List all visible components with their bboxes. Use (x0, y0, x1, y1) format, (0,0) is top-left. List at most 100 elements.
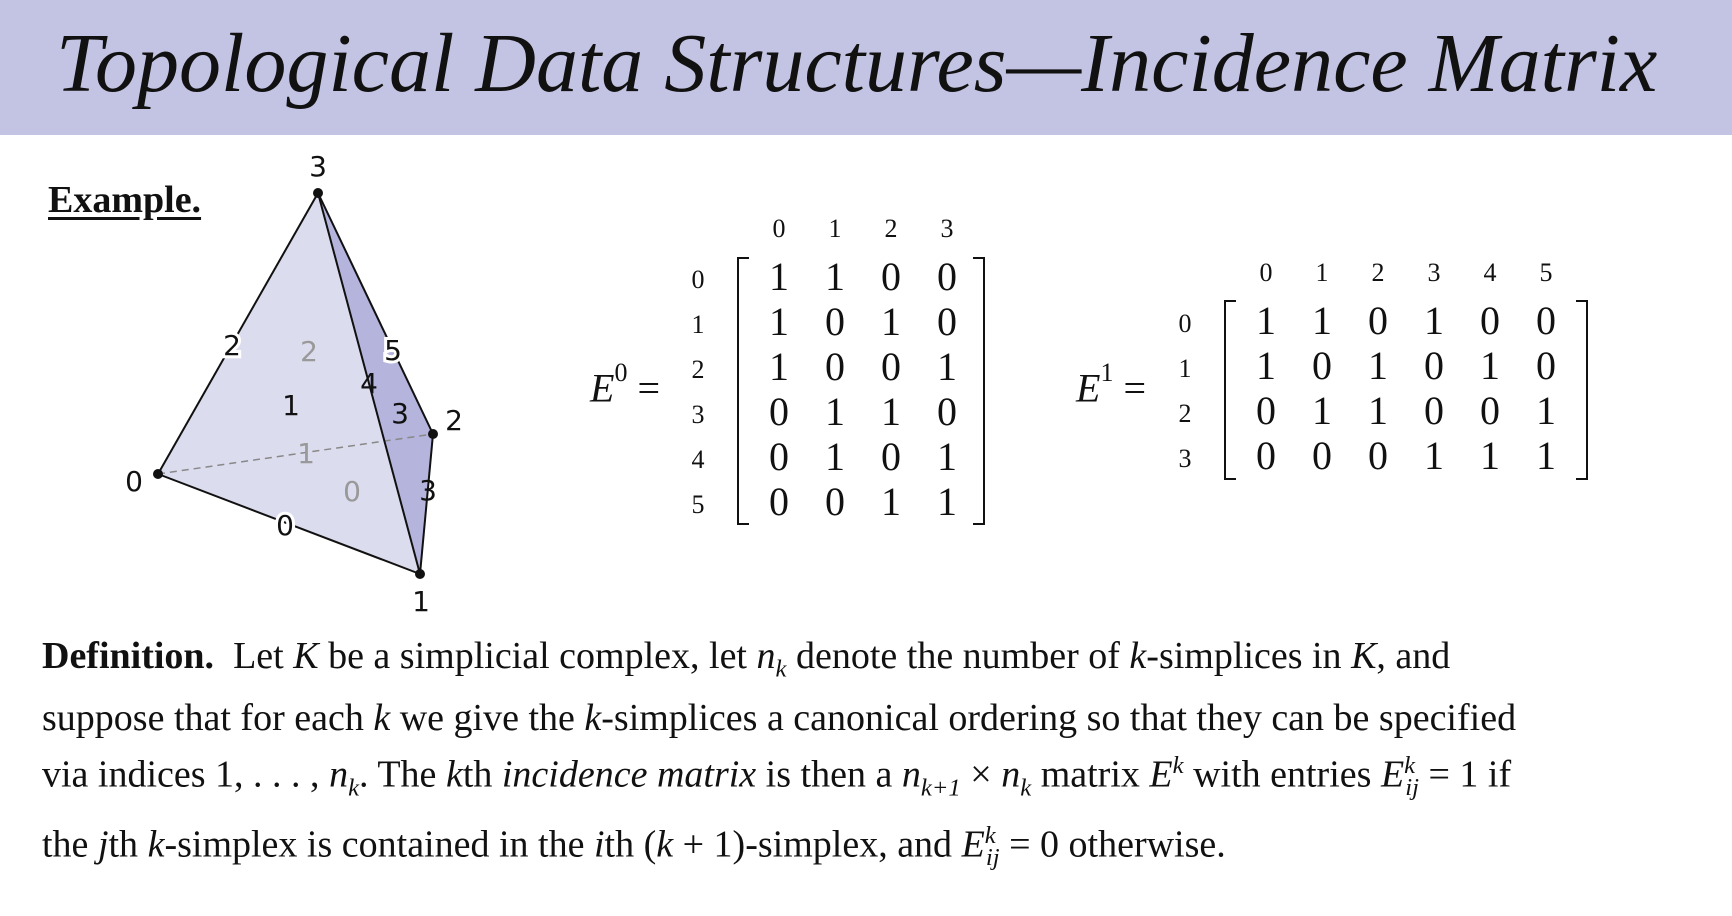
matrix-cell: 1 (937, 434, 957, 479)
face-label-2: 2 (300, 335, 318, 368)
matrix-cell: 1 (937, 479, 957, 524)
def-math: k (1129, 635, 1147, 677)
def-math: ij (1405, 773, 1419, 801)
matrix-cell: 1 (1256, 298, 1276, 343)
matrix-cell: 1 (1536, 433, 1556, 478)
matrix-cell: 1 (769, 254, 789, 299)
def-math: ij (985, 844, 1000, 872)
matrix-col-header: 2 (884, 214, 898, 243)
matrix-col-header: 1 (828, 214, 842, 243)
edge-label-3: 3 (419, 474, 437, 507)
edge-label-4: 4 (360, 367, 378, 400)
def-text: matrix (1031, 753, 1150, 796)
def-math: n (1001, 753, 1021, 796)
matrix-cell: 1 (1368, 343, 1388, 388)
matrix-row-header: 0 (1178, 309, 1192, 338)
matrix-e1-equals: = (1123, 365, 1146, 411)
matrix-cell: 1 (881, 479, 901, 524)
matrix-cell: 1 (1536, 388, 1556, 433)
matrix-cell: 0 (1256, 388, 1276, 433)
matrix-cell: 1 (1312, 298, 1332, 343)
def-term: incidence matrix (501, 753, 757, 796)
edge-hidden (157, 433, 434, 475)
matrix-cell: 1 (937, 344, 957, 389)
matrix-cell: 1 (1256, 343, 1276, 388)
vertex-label-1: 1 (412, 585, 430, 618)
matrix-row-header: 3 (691, 400, 705, 429)
def-math: i (593, 823, 605, 866)
def-math: k (1404, 751, 1416, 779)
matrix-cell: 0 (825, 479, 845, 524)
matrix-cell: 0 (769, 389, 789, 434)
matrix-cell: 1 (1480, 433, 1500, 478)
vertex-label-2: 2 (445, 404, 463, 437)
edge-label-1: 1 (297, 437, 315, 470)
matrix-cell: 1 (825, 254, 845, 299)
matrix-e1-symbol: E (1076, 365, 1101, 411)
def-text: . The (359, 753, 446, 796)
matrix-cell: 0 (769, 434, 789, 479)
def-text: th (108, 823, 148, 866)
example-heading: Example. (48, 179, 202, 221)
def-math: k (1020, 773, 1032, 801)
matrix-col-header: 5 (1539, 258, 1553, 287)
matrix-e1-superscript: 1 (1100, 358, 1114, 387)
matrix-e0-left-bracket (737, 257, 749, 525)
matrix-cell: 1 (769, 299, 789, 344)
matrix-row-header: 5 (691, 490, 705, 519)
matrix-col-header: 3 (940, 214, 954, 243)
vertex-2 (428, 429, 438, 439)
face-front-left (158, 193, 420, 574)
matrix-row-header: 4 (691, 445, 705, 474)
matrix-cell: 0 (1312, 343, 1332, 388)
def-text: × (960, 753, 1002, 796)
def-text: -simplex is contained in the (164, 823, 594, 866)
def-text: , and suppose that for each (42, 635, 1451, 739)
def-text: th ( (604, 823, 657, 866)
matrix-cell: 1 (825, 389, 845, 434)
def-math: k (775, 655, 787, 683)
matrix-col-header: 4 (1483, 258, 1497, 287)
face-label-0: 0 (343, 475, 361, 508)
matrix-e1-lhs: E1 = (1076, 358, 1146, 411)
edge-label-0: 0 (276, 509, 294, 542)
matrix-cell: 0 (1480, 298, 1500, 343)
def-math: k (584, 696, 602, 739)
def-math: k (373, 696, 391, 739)
matrix-cell: 0 (1480, 388, 1500, 433)
vertex-label-3: 3 (309, 150, 327, 183)
matrix-row-header: 2 (691, 355, 705, 384)
matrix-cell: 1 (769, 344, 789, 389)
def-text: be a simplicial complex, let (318, 635, 757, 677)
def-text: is then a (756, 753, 902, 796)
def-text: with entries (1183, 753, 1381, 796)
matrix-cell: 0 (881, 434, 901, 479)
matrix-cell: 1 (1480, 343, 1500, 388)
def-text: -simplices a canonical ordering so that … (42, 696, 1517, 796)
def-math: K (293, 635, 319, 677)
matrix-cell: 0 (1536, 298, 1556, 343)
def-math: E (961, 823, 985, 866)
matrix-row-header: 1 (691, 310, 705, 339)
matrix-cell: 1 (1312, 388, 1332, 433)
matrix-cell: 0 (1256, 433, 1276, 478)
matrix-e0-right-bracket (973, 257, 985, 525)
matrix-row-header: 3 (1178, 444, 1192, 473)
edge-3 (419, 433, 434, 575)
def-text: = 0 otherwise. (999, 823, 1226, 866)
def-math: k (445, 753, 463, 796)
def-math: n (756, 635, 776, 677)
slide-title: Topological Data Structures—Incidence Ma… (56, 17, 1658, 110)
title-bar: Topological Data Structures—Incidence Ma… (0, 0, 1732, 135)
def-math: k (348, 773, 360, 801)
def-text: -simplices in (1146, 635, 1352, 677)
matrix-e1-right-bracket (1576, 300, 1588, 480)
def-math: E (1380, 753, 1405, 796)
def-text: Let (233, 635, 294, 677)
matrix-cell: 0 (825, 299, 845, 344)
matrix-cell: 0 (1424, 388, 1444, 433)
matrix-e0-lhs: E0 = (590, 358, 660, 411)
def-text: + 1)-simplex, and (673, 823, 962, 866)
matrix-cell: 0 (1368, 433, 1388, 478)
matrix-cell: 0 (1536, 343, 1556, 388)
